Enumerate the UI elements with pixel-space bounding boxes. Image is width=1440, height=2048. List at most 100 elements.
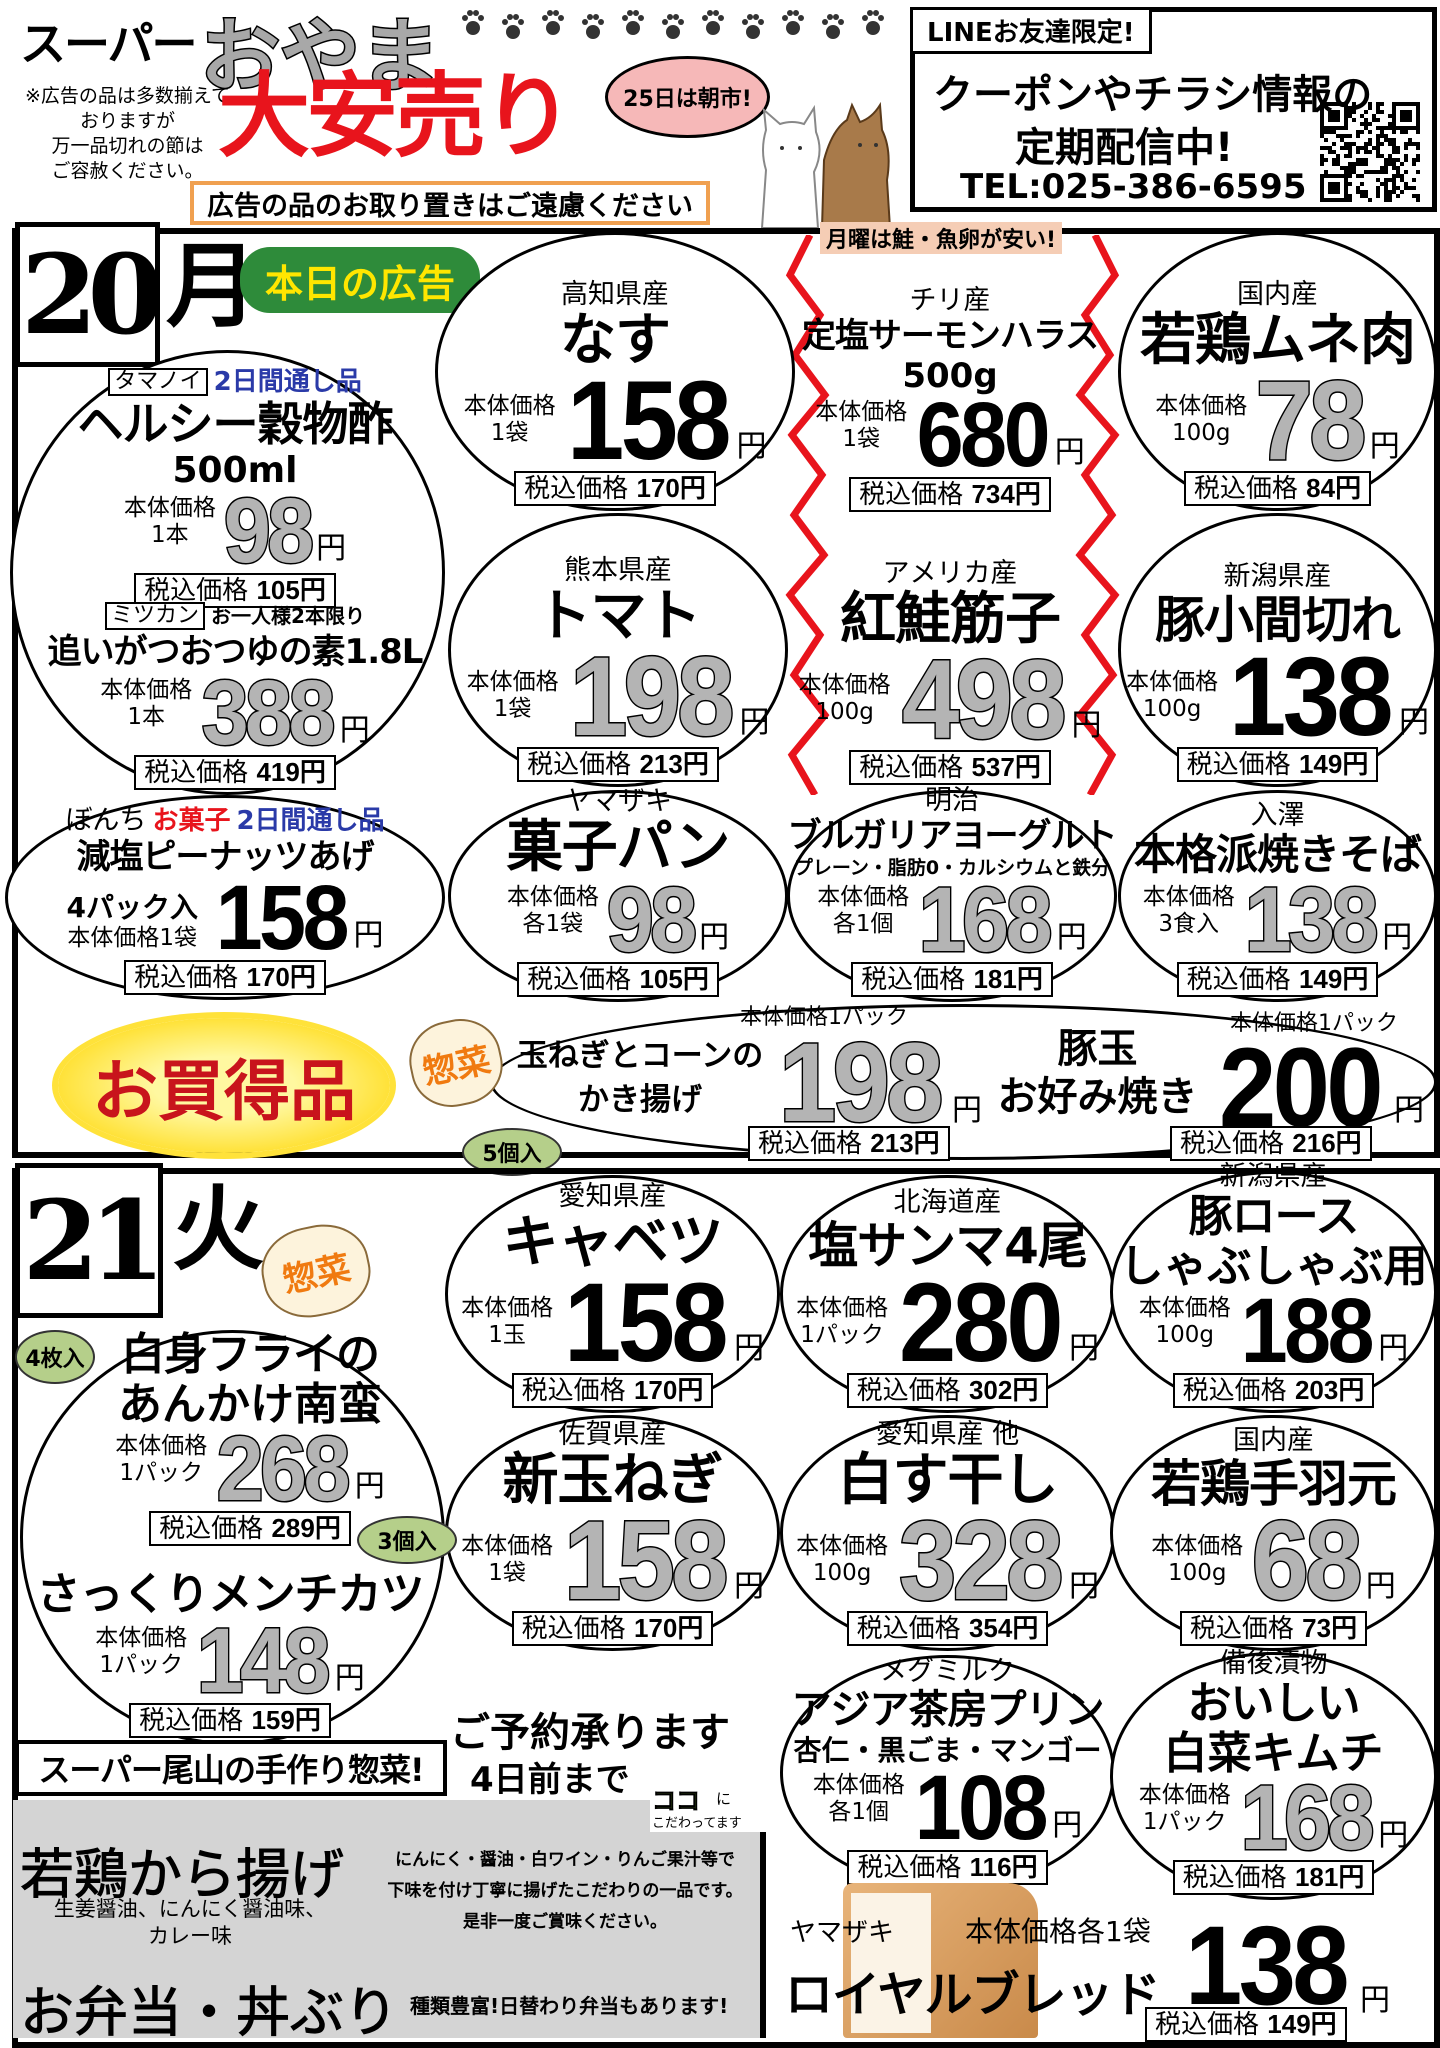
koko-text: ココ xyxy=(652,1787,701,1815)
origin-label: 愛知県産 他 xyxy=(875,1419,1020,1450)
tax-label: 税込価格 xyxy=(527,750,632,780)
tax-label: 税込価格 xyxy=(1155,2010,1260,2040)
tax-price: 73円 xyxy=(1302,1613,1358,1643)
tax-price-box: 税込価格 213円 xyxy=(748,1126,950,1161)
unit-text: 1パック xyxy=(1142,1809,1227,1835)
product-subtitle: しゃぶしゃぶ用 xyxy=(1119,1241,1428,1292)
tax-price: 181円 xyxy=(973,964,1043,994)
price: 158 xyxy=(564,1260,729,1385)
today-ad-badge: 本日の広告 xyxy=(240,247,480,313)
tax-price: 216円 xyxy=(1292,1128,1362,1158)
product-name: 若鶏手羽元 xyxy=(1151,1455,1397,1513)
origin-label: 入澤 xyxy=(1250,800,1305,831)
desc-line: 下味を付け丁寧に揚げたこだわりの一品です。 xyxy=(387,1881,743,1901)
bread-image xyxy=(843,1883,1038,2038)
kodawari-text: こだわってます xyxy=(652,1816,742,1831)
yen: 円 xyxy=(699,920,730,955)
product-subtitle: 4パック入 xyxy=(66,891,198,924)
product-subtitle: あんかけ南蛮 xyxy=(118,1379,382,1430)
line-tab-label: LINEお友達限定! xyxy=(910,7,1152,54)
product-name: 豚ロース xyxy=(1188,1191,1360,1242)
product-name: 菓子パン xyxy=(506,815,731,880)
badge-row: ミツカンお一人様2本限り xyxy=(105,601,365,631)
tax-price-box: 税込価格 149円 xyxy=(1145,2007,1347,2042)
badge: 2日間通し品 xyxy=(213,367,362,397)
unit-text: 1袋 xyxy=(488,1560,526,1586)
price: 268 xyxy=(216,1418,353,1520)
origin-label: 高知県産 xyxy=(561,279,669,310)
price: 498 xyxy=(900,637,1067,762)
product-name: キャベツ xyxy=(502,1210,724,1275)
karaage-description: にんにく・醤油・白ワイン・りんご果汁等で 下味を付け丁寧に揚げたこだわりの一品で… xyxy=(370,1845,760,1938)
bread-brand: ヤマザキ xyxy=(790,1918,895,1948)
count-bubble: 4枚入 xyxy=(15,1330,95,1384)
tax-price-box: 税込価格 170円 xyxy=(511,1373,714,1408)
deli-info-panel xyxy=(13,1800,763,2038)
tax-label: 税込価格 xyxy=(521,1376,626,1406)
kodawari-badge: ココ に こだわってます xyxy=(650,1788,770,1832)
red-zigzag-border xyxy=(785,235,1120,795)
tax-price-box: 税込価格 302円 xyxy=(846,1373,1049,1408)
notice-line: ※広告の品は多数揃えて xyxy=(25,85,230,107)
yen: 円 xyxy=(736,429,767,464)
tax-label: 税込価格 xyxy=(1189,1614,1294,1644)
price: 78 xyxy=(1254,358,1368,483)
name-line: お好み焼き xyxy=(997,1074,1198,1120)
tax-label: 税込価格 xyxy=(1180,1129,1285,1159)
tax-label: 税込価格 xyxy=(859,480,964,510)
price: 158 xyxy=(566,358,732,483)
desc-line: にんにく・醤油・白ワイン・りんご果汁等で xyxy=(395,1850,735,1870)
unit-label-text: 本体価格 xyxy=(798,672,891,698)
qr-code[interactable] xyxy=(1320,102,1420,202)
tax-price: 84円 xyxy=(1306,473,1362,503)
tax-price-box: 税込価格 203円 xyxy=(1172,1373,1375,1408)
origin-label: ぼんち xyxy=(65,805,147,836)
yen: 円 xyxy=(1365,1569,1396,1604)
unit-label-text: 本体価格 xyxy=(95,1625,188,1651)
unit-text: 1本 xyxy=(151,522,189,548)
tax-label: 税込価格 xyxy=(856,1376,961,1406)
unit-text: 100g xyxy=(1171,420,1231,446)
product-name: トマト xyxy=(535,584,702,649)
tax-price-box: 税込価格 149円 xyxy=(1176,962,1379,997)
day20-section-frame xyxy=(12,228,1440,1158)
unit-text: 1本 xyxy=(127,704,166,730)
unit-text: 1パック xyxy=(119,1460,204,1486)
origin-label: 明治 xyxy=(925,785,979,816)
paw-icon xyxy=(782,10,804,35)
name-line: かき揚げ xyxy=(578,1082,702,1118)
flavor-line: 生姜醤油、にんにく醤油味、 xyxy=(53,1897,327,1921)
tax-label: 税込価格 xyxy=(527,965,632,995)
yen: 円 xyxy=(316,531,347,566)
paw-icon xyxy=(662,14,684,39)
yen: 円 xyxy=(1068,1569,1099,1604)
monday-note: 月曜は鮭・魚卵が安い! xyxy=(820,222,1063,254)
product-name: 若鶏ムネ肉 xyxy=(1140,308,1416,373)
yen: 円 xyxy=(334,1661,365,1696)
tax-price-box: 税込価格 213円 xyxy=(517,747,719,782)
price: 198 xyxy=(778,1020,945,1145)
origin-label: 熊本県産 xyxy=(564,555,672,586)
origin-label: 国内産 xyxy=(1233,1425,1314,1456)
unit-label: 本体価格各1個 xyxy=(813,1772,905,1826)
tax-label: 税込価格 xyxy=(758,1129,863,1159)
price: 168 xyxy=(1239,1767,1376,1869)
flavor-line: カレー味 xyxy=(148,1924,232,1948)
line-promo-box: LINEお友達限定! クーポンやチラシ情報の 定期配信中! TEL:025-38… xyxy=(910,7,1437,212)
stock-notice: ※広告の品は多数揃えて おりますが 万一品切れの節は ご容赦ください。 xyxy=(20,84,235,184)
product-subtitle: 白菜キムチ xyxy=(1163,1728,1384,1779)
unit-label-text: 本体価格 xyxy=(461,1533,554,1559)
tax-price-box: 税込価格 289円 xyxy=(149,1511,351,1546)
